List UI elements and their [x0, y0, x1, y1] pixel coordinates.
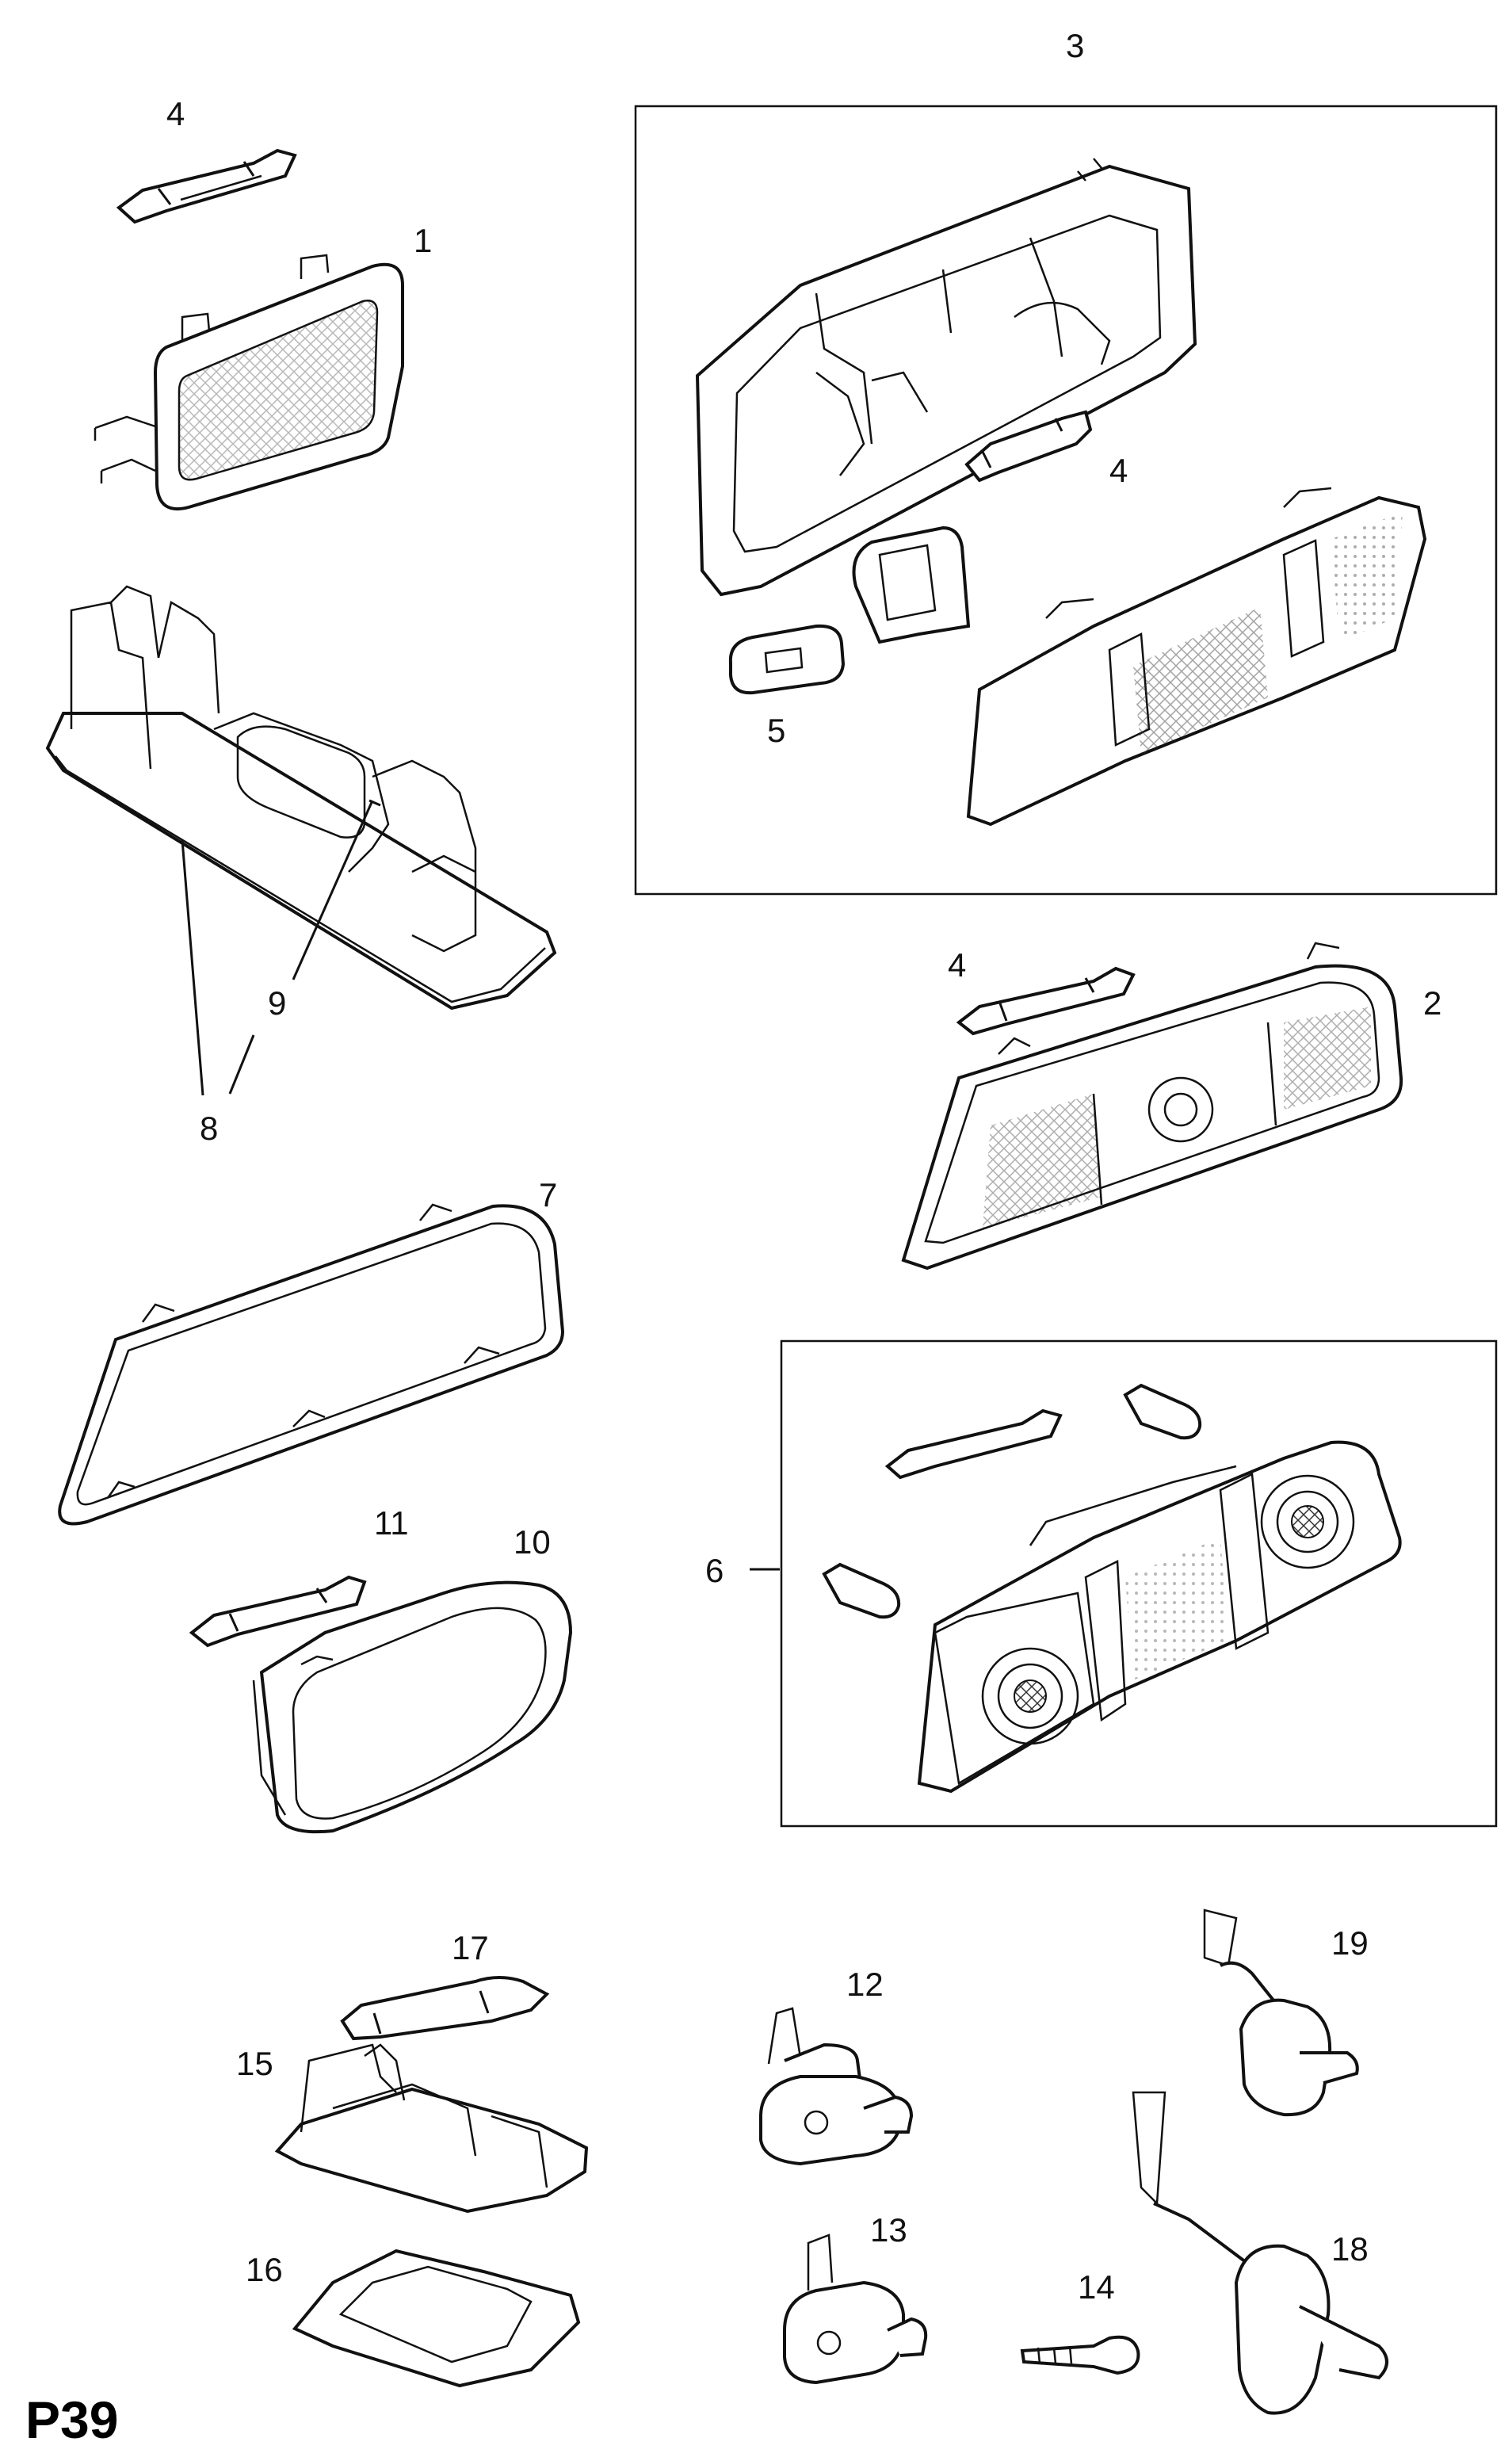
lamp-assembly-6 [917, 1440, 1402, 1794]
lamp-housing-8 [45, 585, 557, 1011]
callout-16: 16 [246, 2251, 283, 2288]
lamp-assembly-3 [695, 158, 1427, 827]
callout-2: 2 [1423, 984, 1441, 1022]
callout-15: 15 [236, 2045, 273, 2082]
callout-14: 14 [1078, 2268, 1115, 2306]
gasket-16 [292, 2249, 581, 2388]
callout-4b: 4 [1109, 452, 1128, 489]
callout-13: 13 [870, 2211, 907, 2249]
gasket-7 [58, 1203, 565, 1526]
callout-10: 10 [514, 1523, 551, 1561]
callout-17: 17 [452, 1929, 489, 1966]
callout-7: 7 [539, 1176, 557, 1213]
festoon-bulb-4-lower [956, 966, 1136, 1036]
assembly-box-3 [634, 105, 1498, 896]
callout-6: 6 [705, 1552, 724, 1589]
callout-18: 18 [1331, 2230, 1369, 2268]
callout-9: 9 [268, 984, 286, 1022]
festoon-bulb-6 [884, 1408, 1063, 1480]
callout-19: 19 [1331, 1924, 1369, 1962]
callout-4c: 4 [948, 946, 966, 984]
interior-lamp-10 [252, 1580, 573, 1834]
festoon-bulb-4 [116, 148, 297, 224]
wedge-bulb-6b [822, 1562, 901, 1619]
lens-1 [94, 254, 404, 511]
leader-lines-8-9 [181, 800, 374, 1096]
callout-12: 12 [846, 1966, 884, 2003]
lens-2 [901, 942, 1403, 1271]
callout-11: 11 [374, 1504, 409, 1542]
festoon-bulb-11 [189, 1575, 367, 1648]
callout-3: 3 [1066, 27, 1084, 64]
callout-1: 1 [414, 222, 432, 259]
callout-5: 5 [767, 712, 785, 749]
callout-4a: 4 [166, 95, 185, 132]
page-code: P39 [25, 2390, 118, 2449]
screw-14 [1020, 2335, 1140, 2375]
festoon-bulb-17 [340, 1976, 550, 2041]
door-switch-13 [783, 2233, 928, 2385]
wedge-bulb-6a [1123, 1383, 1202, 1440]
callout-8: 8 [200, 1110, 218, 1147]
assembly-box-6 [780, 1339, 1498, 1828]
door-switch-18 [1132, 2091, 1388, 2415]
door-switch-19 [1203, 1909, 1359, 2117]
lamp-15 [274, 2043, 589, 2214]
door-switch-12 [759, 2007, 914, 2166]
